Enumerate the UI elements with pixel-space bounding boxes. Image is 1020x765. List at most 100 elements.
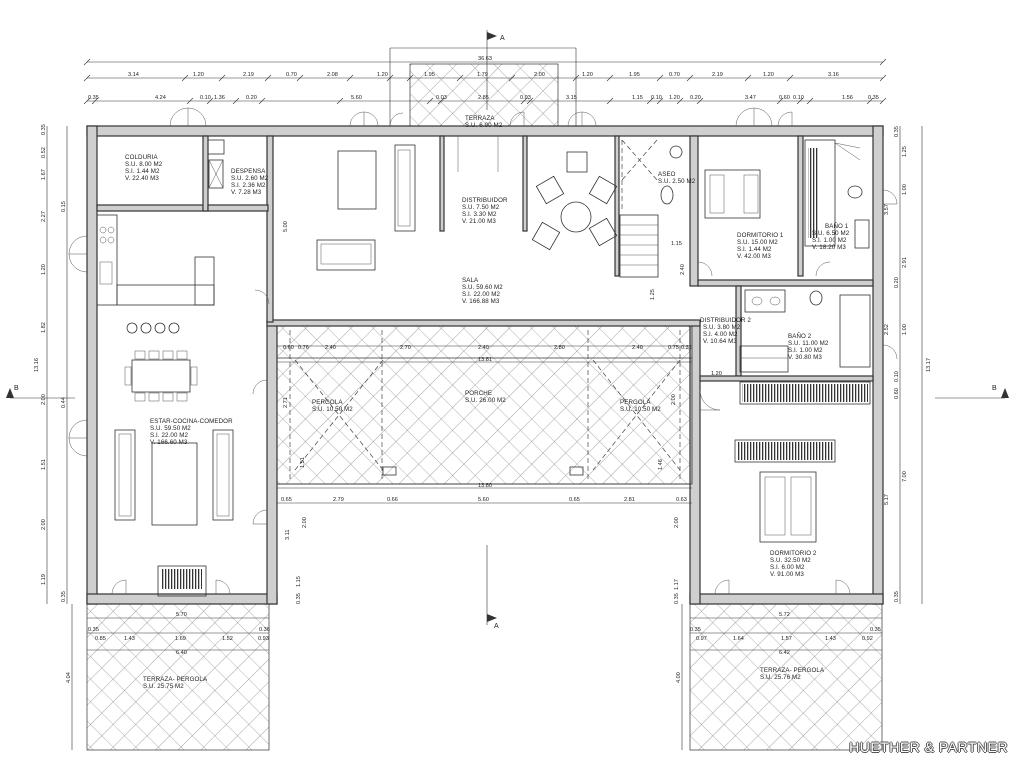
dim: 2.40 <box>680 264 686 275</box>
dim: 0.10 <box>793 95 804 101</box>
dim: 3.16 <box>828 72 839 78</box>
dim: 0.35 <box>61 591 67 602</box>
room-si: S.I. 1.00 M2 <box>788 347 823 354</box>
room-name: DESPENSA <box>231 168 266 175</box>
room-pergola-left: PERGOLA S.U. 10.50 M2 <box>312 399 353 413</box>
section-mark-b-right: B <box>992 385 997 392</box>
room-v: V. 18.20 M3 <box>812 244 846 251</box>
dim: 1.20 <box>711 371 722 377</box>
dim: 0.93 <box>258 636 269 642</box>
room-su: S.U. 6.50 M2 <box>812 230 850 237</box>
room-si: S.I. 6.00 M2 <box>770 564 805 571</box>
dim: 1.46 <box>658 459 664 470</box>
room-porche: PORCHE S.U. 26.00 M2 <box>465 390 506 404</box>
dimension-tick <box>386 74 394 82</box>
room-name: DISTRIBUIDOR 2 <box>700 317 751 324</box>
dim-right-outer: 0.35 1.25 1.00 2.91 1.00 0.10 0.60 7.00 … <box>894 126 908 602</box>
room-name: TERRAZA- PERGOLA <box>143 676 208 683</box>
dimension-lines <box>46 47 923 750</box>
dimension-tick <box>796 97 804 105</box>
room-v: V. 21.00 M3 <box>462 218 496 225</box>
room-distribuidor-2: DISTRIBUIDOR 2 S.U. 3.80 M2 S.I. 4.00 M2… <box>700 317 751 345</box>
dim: 2.00 <box>302 517 308 528</box>
room-su: S.U. 7.50 M2 <box>462 204 500 211</box>
room-terraza-pergola-right: TERRAZA- PERGOLA S.U. 25.76 M2 <box>760 667 825 681</box>
dimension-tick <box>656 74 664 82</box>
dim: 1.52 <box>222 636 233 642</box>
dim: 1.25 <box>650 289 656 300</box>
dim: 0.03 <box>436 95 447 101</box>
dimension-tick <box>572 74 580 82</box>
room-v: V. 30.80 M3 <box>788 354 822 361</box>
dimension-tick <box>879 58 887 66</box>
dim: 5.17 <box>884 494 890 505</box>
dim: 2.40 <box>325 345 336 351</box>
room-si: S.I. 1.44 M2 <box>737 246 772 253</box>
room-su: S.U. 26.00 M2 <box>465 397 506 404</box>
room-v: V. 10.64 M3 <box>703 338 737 345</box>
dimension-tick <box>218 74 226 82</box>
dim: 0.20 <box>246 95 257 101</box>
dim: 1.36 <box>214 95 225 101</box>
dimension-tick <box>776 97 784 105</box>
dim: 0.66 <box>387 497 398 503</box>
room-su: S.U. 11.00 M2 <box>788 340 829 347</box>
dim: 0.60 <box>283 345 294 351</box>
dim: 0.10 <box>651 95 662 101</box>
hatched-areas <box>86 63 883 751</box>
porch-details <box>276 325 693 485</box>
dim: 0.65 <box>569 497 580 503</box>
dim: 1.19 <box>41 574 47 585</box>
dim: 2.00 <box>41 394 47 405</box>
dimension-tick <box>676 97 684 105</box>
room-v: V. 91.00 M3 <box>770 571 804 578</box>
dim-porch-top: 0.60 0.76 2.40 2.70 2.40 2.80 2.40 0.75 … <box>283 345 692 351</box>
room-terraza-pergola-left: TERRAZA- PERGOLA S.U. 25.75 M2 <box>143 676 208 690</box>
dim: 0.70 <box>669 72 680 78</box>
dim: 0.20 <box>690 95 701 101</box>
dimension-tick <box>181 74 189 82</box>
dimension-tick <box>206 97 214 105</box>
dim: 1.15 <box>632 95 643 101</box>
room-pergola-right: PERGOLA S.U. 10.50 M2 <box>620 399 661 413</box>
dimension-tick <box>186 97 194 105</box>
room-si: S.I. 22.00 M2 <box>462 291 501 298</box>
dim: 2.80 <box>554 345 565 351</box>
dim: 0.35 <box>41 124 47 135</box>
dim: 0.35 <box>868 95 879 101</box>
room-su: S.U. 10.50 M2 <box>620 406 661 413</box>
room-sala: SALA S.U. 59.60 M2 S.I. 22.00 M2 V. 166.… <box>462 277 503 305</box>
room-name: ESTAR-COCINA-COMEDOR <box>150 418 233 425</box>
dim-terrace-left-height: 4.04 <box>66 672 72 683</box>
dim: 1.67 <box>41 169 47 180</box>
dim: 4.24 <box>155 95 166 101</box>
dim: 2.79 <box>333 497 344 503</box>
dim: 1.82 <box>41 322 47 333</box>
dimension-tick <box>866 97 874 105</box>
dim: 0.35 <box>674 593 680 604</box>
dim: 1.00 <box>902 184 908 195</box>
room-su: S.U. 6.00 M2 <box>465 122 503 129</box>
room-name: PERGOLA <box>312 399 343 406</box>
dimension-tick <box>336 97 344 105</box>
dimension-tick <box>346 74 354 82</box>
terrace-top-hatch <box>409 63 559 127</box>
dim: 1.15 <box>296 576 302 587</box>
room-terraza: TERRAZA S.U. 6.00 M2 <box>465 115 503 129</box>
room-aseo: ASEO S.U. 2.50 M2 <box>658 171 696 185</box>
dim: 1.17 <box>674 579 680 590</box>
dim: 5.60 <box>351 95 362 101</box>
dimension-tick <box>646 97 654 105</box>
dim: 0.52 <box>41 147 47 158</box>
dim: 1.25 <box>902 146 908 157</box>
room-v: V. 22.40 M3 <box>125 175 159 182</box>
dim-porch-mid: 13.81 <box>478 357 492 363</box>
room-name: COLDURIA <box>125 154 159 161</box>
dim: 0.03 <box>520 95 531 101</box>
dimension-tick <box>456 74 464 82</box>
dim: 0.20 <box>894 277 900 288</box>
dim: 0.36 <box>259 627 270 633</box>
dim: 2.19 <box>712 72 723 78</box>
dim: 1.00 <box>902 324 908 335</box>
dimension-tick <box>879 97 887 105</box>
